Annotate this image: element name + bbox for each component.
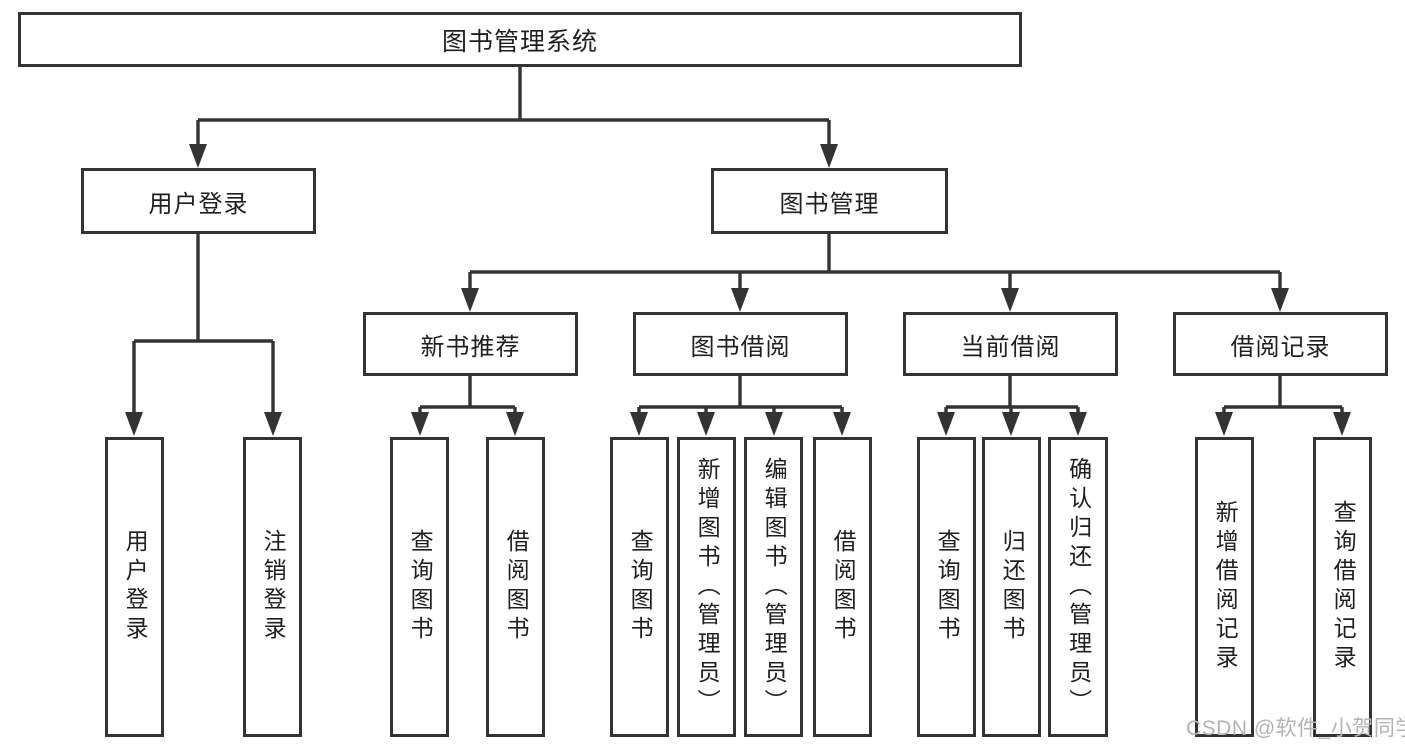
node-book-management: 图书管理 xyxy=(711,168,948,234)
leaf-query-books-borrowing: 查询图书 xyxy=(610,437,669,737)
leaf-add-books-admin: 新增图书（管理员） xyxy=(677,437,736,737)
node-library-management-system: 图书管理系统 xyxy=(18,12,1022,67)
node-new-book-recommendation: 新书推荐 xyxy=(363,312,578,376)
leaf-query-books-recommend: 查询图书 xyxy=(390,437,449,737)
node-book-management-label: 图书管理 xyxy=(779,190,880,218)
leaf-borrow-books-label: 借阅图书 xyxy=(830,529,857,645)
node-book-borrowing-label: 图书借阅 xyxy=(690,333,791,361)
leaf-query-borrow-record-label: 查询借阅记录 xyxy=(1330,500,1357,674)
leaf-user-login: 用户登录 xyxy=(105,437,164,737)
leaf-user-login-label: 用户登录 xyxy=(122,529,149,645)
node-user-login: 用户登录 xyxy=(81,168,316,234)
leaf-confirm-return-admin: 确认归还（管理员） xyxy=(1048,437,1108,737)
node-current-borrowing-label: 当前借阅 xyxy=(960,333,1061,361)
node-book-borrowing: 图书借阅 xyxy=(633,312,848,376)
leaf-add-borrow-record-label: 新增借阅记录 xyxy=(1212,500,1239,674)
leaf-logout: 注销登录 xyxy=(243,437,302,737)
leaf-query-books-current: 查询图书 xyxy=(917,437,976,737)
leaf-logout-label: 注销登录 xyxy=(260,529,287,645)
leaf-borrow-books-recommend: 借阅图书 xyxy=(486,437,545,737)
leaf-borrow-books-recommend-label: 借阅图书 xyxy=(503,529,530,645)
leaf-edit-books-admin: 编辑图书（管理员） xyxy=(744,437,803,737)
node-borrowing-records-label: 借阅记录 xyxy=(1230,333,1331,361)
node-library-management-system-label: 图书管理系统 xyxy=(441,27,598,56)
leaf-return-books: 归还图书 xyxy=(982,437,1041,737)
node-current-borrowing: 当前借阅 xyxy=(903,312,1118,376)
connector-lines xyxy=(132,65,1344,414)
leaf-query-borrow-record: 查询借阅记录 xyxy=(1313,437,1372,737)
leaf-borrow-books: 借阅图书 xyxy=(813,437,872,737)
leaf-query-books-borrowing-label: 查询图书 xyxy=(627,529,654,645)
leaf-add-books-admin-label: 新增图书（管理员） xyxy=(694,456,721,718)
node-new-book-recommendation-label: 新书推荐 xyxy=(420,333,521,361)
leaf-query-books-recommend-label: 查询图书 xyxy=(407,529,434,645)
arrowhead-icons xyxy=(125,144,1351,436)
leaf-add-borrow-record: 新增借阅记录 xyxy=(1195,437,1254,737)
leaf-return-books-label: 归还图书 xyxy=(999,529,1026,645)
watermark: CSDN @软件_小贺同学 xyxy=(1186,717,1405,740)
leaf-edit-books-admin-label: 编辑图书（管理员） xyxy=(761,456,788,718)
node-user-login-label: 用户登录 xyxy=(148,190,249,218)
node-borrowing-records: 借阅记录 xyxy=(1173,312,1388,376)
leaf-query-books-current-label: 查询图书 xyxy=(934,529,961,645)
leaf-confirm-return-admin-label: 确认归还（管理员） xyxy=(1065,456,1092,718)
